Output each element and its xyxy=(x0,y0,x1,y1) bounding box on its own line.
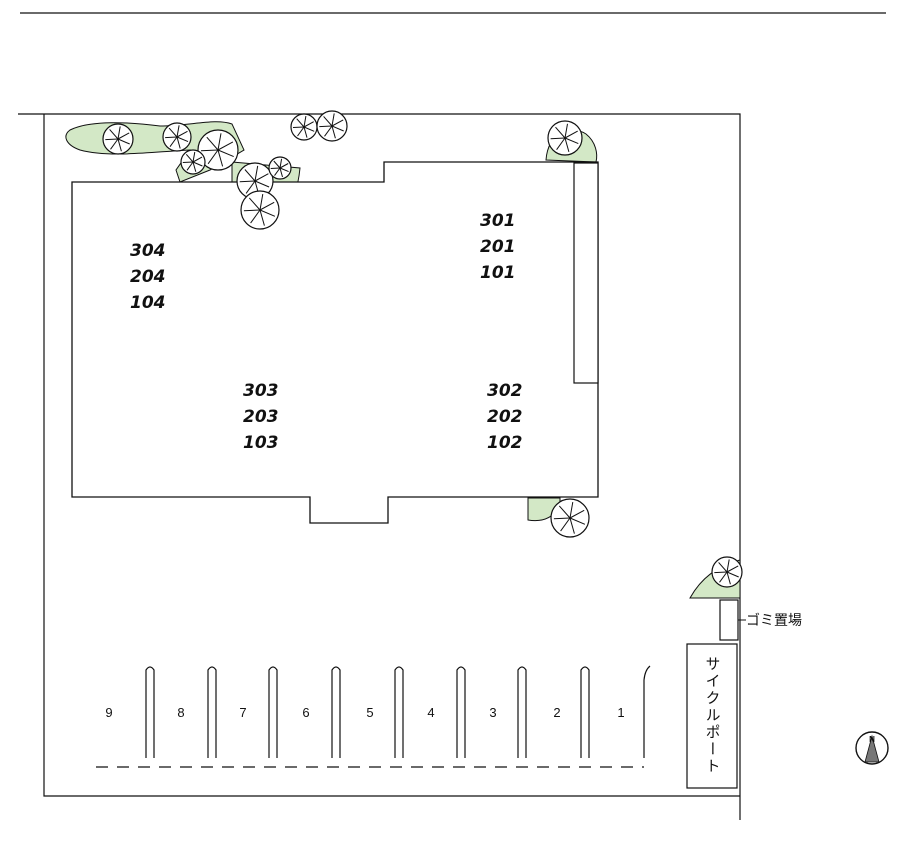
unit-labels-northeast: 301 201 101 xyxy=(480,211,516,283)
east-corridor xyxy=(573,162,599,384)
unit-labels-west: 304 204 104 xyxy=(130,241,166,313)
parking-divider xyxy=(456,666,466,758)
unit-labels-southeast: 302 202 102 xyxy=(487,381,523,453)
tree-icon xyxy=(240,190,280,230)
parking-space-number: 1 xyxy=(617,705,624,720)
tree-icon xyxy=(197,129,239,171)
tree-icon xyxy=(162,122,192,152)
parking-divider xyxy=(517,666,527,758)
unit-label: 303 xyxy=(243,381,279,401)
tree-icon xyxy=(268,156,292,180)
unit-label: 103 xyxy=(243,433,279,453)
compass-needle xyxy=(864,734,880,763)
parking-space-number: 9 xyxy=(105,705,112,720)
parking-divider xyxy=(268,666,278,758)
unit-label: 202 xyxy=(487,407,523,427)
trees xyxy=(102,110,743,588)
tree-icon xyxy=(316,110,348,142)
parking-divider xyxy=(643,665,651,758)
north-compass-icon: N xyxy=(855,731,889,765)
unit-label: 204 xyxy=(130,267,166,287)
site-boundary-left-bottom xyxy=(43,114,740,797)
cycle-port xyxy=(686,643,738,789)
compass-north-letter: N xyxy=(869,735,875,744)
parking-area: 9 8 7 6 5 4 3 2 1 xyxy=(96,665,651,768)
parking-divider xyxy=(331,666,341,758)
unit-label: 101 xyxy=(480,263,516,283)
parking-space-number: 4 xyxy=(427,705,434,720)
unit-label: 104 xyxy=(130,293,166,313)
unit-label: 203 xyxy=(243,407,279,427)
tree-icon xyxy=(290,113,318,141)
parking-divider xyxy=(207,666,217,758)
unit-label: 301 xyxy=(480,211,516,231)
unit-label: 201 xyxy=(480,237,516,257)
building-outline xyxy=(71,161,599,524)
parking-space-number: 2 xyxy=(553,705,560,720)
tree-icon xyxy=(102,123,134,155)
parking-space-number: 7 xyxy=(239,705,246,720)
tree-icon xyxy=(711,556,743,588)
parking-space-number: 6 xyxy=(302,705,309,720)
cycle-port-label: サイクルポート xyxy=(704,656,721,775)
tree-icon xyxy=(550,498,590,538)
unit-label: 102 xyxy=(487,433,523,453)
tree-icon xyxy=(180,149,206,175)
parking-divider xyxy=(394,666,404,758)
parking-space-number: 5 xyxy=(366,705,373,720)
unit-label: 304 xyxy=(130,241,166,261)
parking-space-number: 8 xyxy=(177,705,184,720)
unit-labels-southwest: 303 203 103 xyxy=(243,381,279,453)
tree-icon xyxy=(547,120,583,156)
parking-divider xyxy=(145,666,155,758)
parking-space-number: 3 xyxy=(489,705,496,720)
garbage-area xyxy=(719,599,739,641)
unit-label: 302 xyxy=(487,381,523,401)
garbage-area-label: ゴミ置場 xyxy=(746,612,802,628)
parking-divider xyxy=(580,666,590,758)
